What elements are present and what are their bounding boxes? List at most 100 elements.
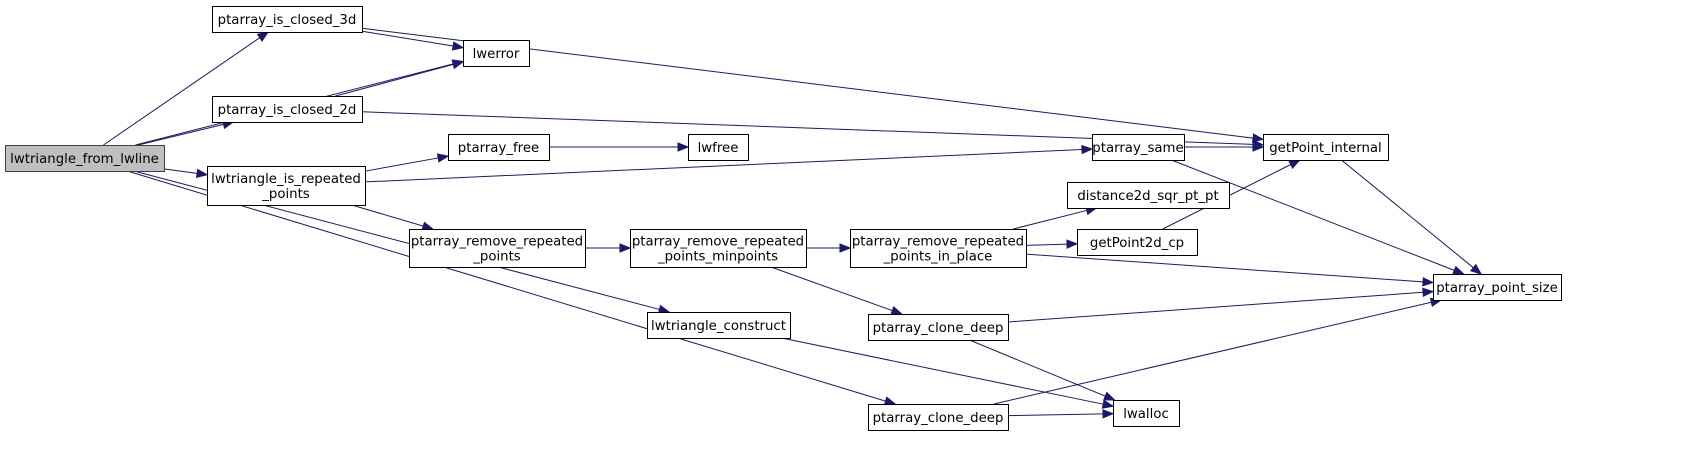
edge-clonedeep1-to-ptsize (1007, 291, 1424, 323)
arrowhead-icon (677, 142, 690, 152)
node-pafree[interactable]: ptarray_free (448, 134, 550, 161)
edge-remrepinplace-to-ptsize (1025, 253, 1424, 283)
node-box (1067, 182, 1230, 209)
edge-clonedeep1-to-lwalloc (969, 339, 1106, 397)
edge-root-to-construct (133, 170, 660, 310)
node-box (1077, 229, 1198, 256)
node-box (868, 314, 1009, 341)
node-clonedeep2[interactable]: ptarray_clone_deep (868, 404, 1009, 431)
edge-isrep-to-pafree (364, 157, 439, 172)
arrowhead-icon (421, 221, 435, 231)
arrowhead-icon (1288, 159, 1301, 169)
node-label: lwalloc (1123, 407, 1169, 422)
edge-remrepinplace-to-getpoint2d (1025, 243, 1068, 246)
node-label: _points_in_place (883, 250, 993, 265)
arrowhead-icon (1452, 265, 1465, 275)
edge-construct-to-lwalloc (781, 337, 1104, 405)
node-ptsize[interactable]: ptarray_point_size (1433, 274, 1562, 301)
arrowhead-icon (1252, 142, 1265, 152)
arrowhead-icon (451, 41, 465, 51)
edge-clonedeep2-to-lwalloc (1007, 413, 1104, 417)
node-label: getPoint2d_cp (1090, 236, 1184, 251)
node-construct[interactable]: lwtriangle_construct (647, 312, 791, 339)
node-remrepmin[interactable]: ptarray_remove_repeated_points_minpoints (630, 229, 807, 268)
node-label: lwtriangle_is_repeated (211, 172, 361, 187)
node-label: ptarray_clone_deep (873, 321, 1004, 336)
arrowhead-icon (1469, 263, 1483, 275)
arrowhead-icon (1103, 391, 1116, 401)
node-remrepinplace[interactable]: ptarray_remove_repeated_points_in_place (850, 229, 1027, 268)
arrowhead-icon (883, 396, 897, 406)
node-box (1092, 134, 1185, 161)
node-label: ptarray_is_closed_2d (218, 103, 357, 118)
arrowhead-icon (436, 153, 450, 163)
node-remrep[interactable]: ptarray_remove_repeated_points (409, 229, 586, 268)
edge-root-to-isrep (163, 168, 198, 174)
node-label: ptarray_free (458, 141, 539, 156)
node-box (850, 229, 1027, 268)
nodes-layer: lwtriangle_from_lwline ptarray_is_closed_… (5, 6, 1562, 431)
node-label: ptarray_remove_repeated (852, 235, 1024, 250)
node-label: ptarray_same (1092, 141, 1183, 156)
node-box (647, 312, 791, 339)
node-label: lwtriangle_construct (651, 319, 786, 334)
node-box (1263, 134, 1389, 161)
node-label: lwtriangle_from_lwline (10, 152, 159, 167)
node-box (207, 166, 366, 206)
edge-remrepmin-to-clonedeep1 (770, 266, 893, 312)
edge-clonedeep2-to-ptsize (993, 301, 1432, 405)
node-box (868, 404, 1009, 431)
arrowhead-icon (1102, 409, 1115, 419)
node-label: getPoint_internal (1269, 141, 1382, 156)
edge-closed2d-to-lwerror (335, 63, 454, 97)
arrowhead-icon (1251, 133, 1265, 143)
node-box (409, 229, 586, 268)
node-lwalloc[interactable]: lwalloc (1113, 400, 1180, 427)
node-label: lwfree (698, 141, 739, 156)
edge-isrep-to-pasame (364, 149, 1083, 183)
node-label: _points_minpoints (657, 250, 778, 265)
arrowhead-icon (1101, 399, 1115, 409)
edge-getpointint-to-ptsize (1341, 159, 1474, 269)
node-box (1433, 274, 1562, 301)
node-isrep[interactable]: lwtriangle_is_repeated_points (207, 166, 366, 206)
node-label: _points (261, 187, 310, 202)
node-closed2d[interactable]: ptarray_is_closed_2d (212, 96, 363, 123)
edge-root-to-closed3d (103, 37, 261, 146)
arrowhead-icon (1081, 144, 1094, 155)
node-getpointint[interactable]: getPoint_internal (1263, 134, 1389, 161)
node-label: distance2d_sqr_pt_pt (1077, 189, 1218, 204)
edge-isrep-to-remrep (351, 204, 424, 227)
node-getpoint2d[interactable]: getPoint2d_cp (1077, 229, 1198, 256)
node-box (688, 134, 749, 161)
arrowhead-icon (1422, 287, 1435, 298)
node-lwerror[interactable]: lwerror (463, 40, 530, 67)
node-lwfree[interactable]: lwfree (688, 134, 749, 161)
node-box (463, 40, 530, 67)
node-pasame[interactable]: ptarray_same (1092, 134, 1185, 161)
arrowhead-icon (195, 168, 209, 178)
node-box (1113, 400, 1180, 427)
arrowhead-icon (839, 243, 852, 253)
node-box (5, 145, 165, 172)
node-box (212, 96, 363, 123)
node-clonedeep1[interactable]: ptarray_clone_deep (868, 314, 1009, 341)
arrowhead-icon (451, 59, 465, 70)
node-label: ptarray_is_closed_3d (218, 13, 357, 28)
node-closed3d[interactable]: ptarray_is_closed_3d (212, 6, 363, 33)
arrowhead-icon (1422, 277, 1435, 287)
node-root[interactable]: lwtriangle_from_lwline (5, 145, 165, 172)
node-label: ptarray_clone_deep (873, 411, 1004, 426)
node-dist2d[interactable]: distance2d_sqr_pt_pt (1067, 182, 1230, 209)
node-label: ptarray_point_size (1436, 281, 1558, 296)
node-label: ptarray_remove_repeated (632, 235, 804, 250)
edge-remrepinplace-to-dist2d (1013, 209, 1087, 230)
arrowhead-icon (619, 243, 632, 253)
node-label: lwerror (473, 47, 520, 62)
arrowhead-icon (1066, 239, 1079, 249)
edge-root-to-closed2d (138, 123, 224, 146)
edge-pasame-to-ptsize (1171, 159, 1455, 271)
arrowhead-icon (890, 305, 904, 315)
edges-layer (103, 27, 1483, 419)
